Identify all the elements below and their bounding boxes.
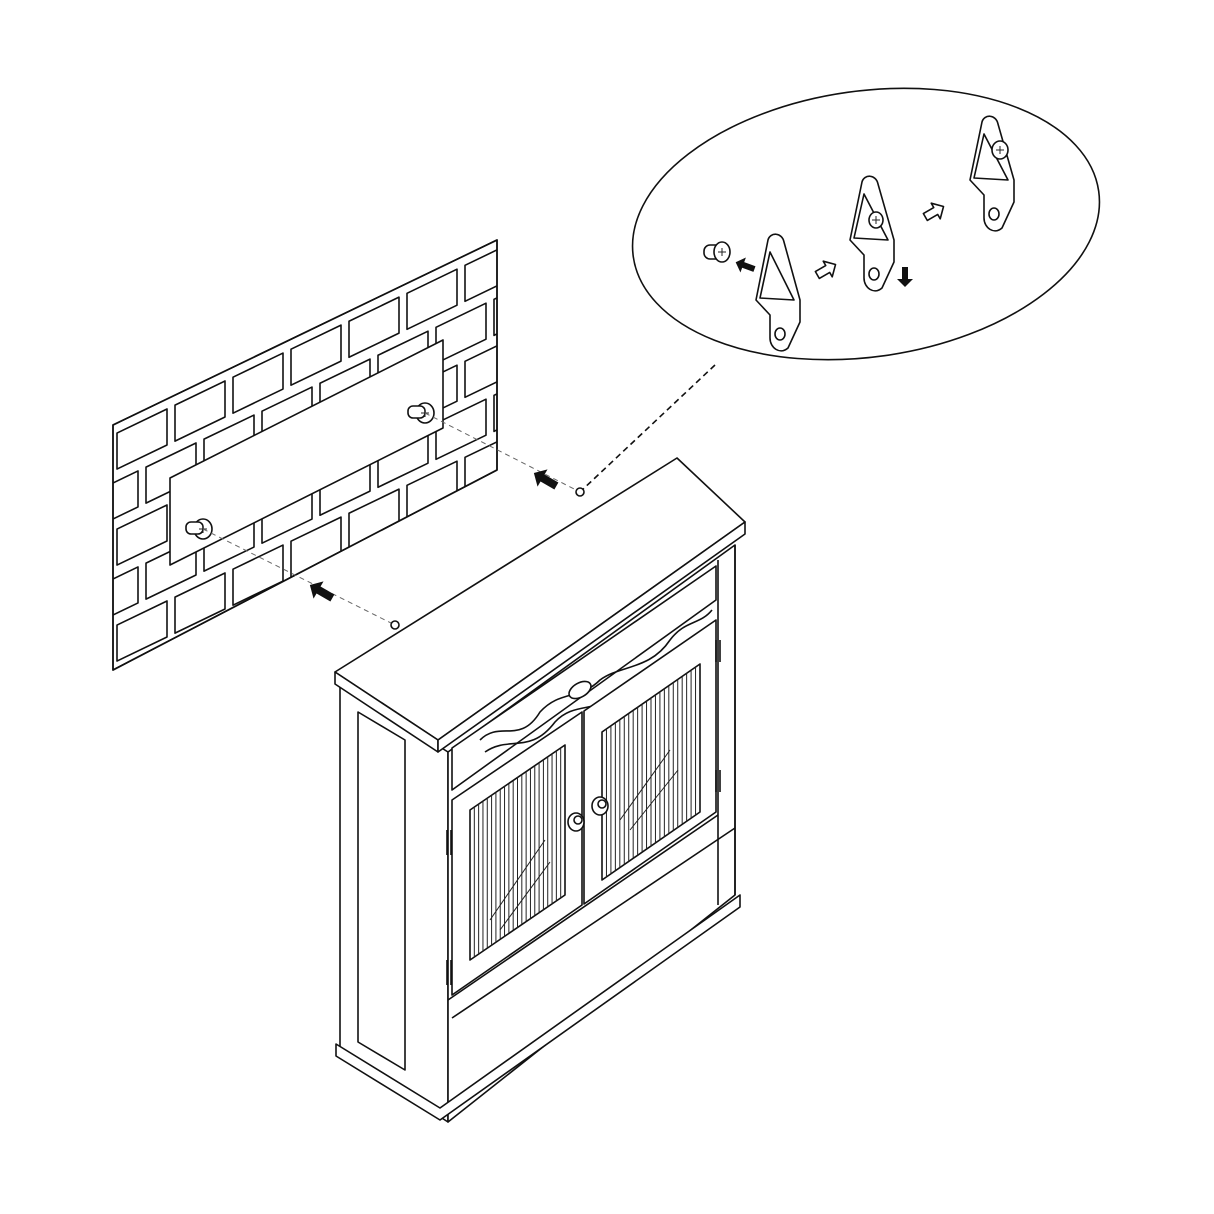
brick — [464, 336, 497, 399]
brick — [523, 405, 573, 465]
brick — [319, 550, 371, 613]
brick — [232, 640, 284, 670]
brick — [59, 725, 109, 785]
brick — [174, 668, 226, 670]
mounting-board — [169, 339, 444, 566]
arrow-left-icon — [533, 469, 559, 490]
side-panel — [357, 711, 406, 1071]
brick — [377, 522, 429, 585]
arrow-left-icon — [735, 257, 756, 273]
brick — [59, 533, 109, 593]
brick — [464, 240, 497, 303]
knob-icon — [567, 812, 585, 832]
brick — [406, 268, 458, 331]
brick — [493, 274, 497, 337]
brick — [464, 432, 497, 495]
brick — [552, 151, 602, 211]
brick — [116, 600, 168, 662]
hanger-detail-callout — [631, 87, 1101, 361]
arrow-right-outline-icon — [814, 260, 837, 280]
brick — [493, 370, 497, 433]
hanger-bracket-icon — [849, 175, 895, 292]
arrow-down-icon — [897, 267, 913, 287]
brick — [113, 470, 139, 532]
arrow-right-outline-icon — [922, 202, 945, 222]
brick — [116, 408, 168, 470]
brick — [117, 697, 167, 757]
drawer — [451, 565, 717, 791]
brick — [290, 612, 342, 670]
cabinet — [334, 457, 746, 1123]
brick — [174, 572, 226, 634]
right-door — [583, 619, 717, 905]
brick — [552, 343, 602, 403]
left-glass — [469, 744, 566, 961]
right-glass — [601, 663, 701, 881]
brick — [59, 629, 109, 689]
hanger-bracket-icon — [969, 115, 1015, 232]
brick — [174, 380, 226, 442]
brick — [113, 566, 139, 628]
brick — [435, 398, 487, 461]
brick — [348, 296, 400, 359]
callout-leader — [579, 364, 716, 493]
brick — [435, 494, 487, 557]
arrow-left-icon — [309, 581, 335, 602]
brick — [493, 240, 497, 241]
knob-icon — [591, 796, 609, 816]
screw-icon — [703, 241, 731, 263]
brick — [523, 309, 573, 369]
brick — [290, 324, 342, 387]
brick — [552, 247, 602, 307]
brick — [116, 504, 168, 566]
brick — [523, 213, 573, 273]
hanger-bracket-icon — [755, 233, 801, 352]
brick — [232, 352, 284, 414]
brick — [113, 662, 139, 670]
brick — [59, 437, 109, 497]
